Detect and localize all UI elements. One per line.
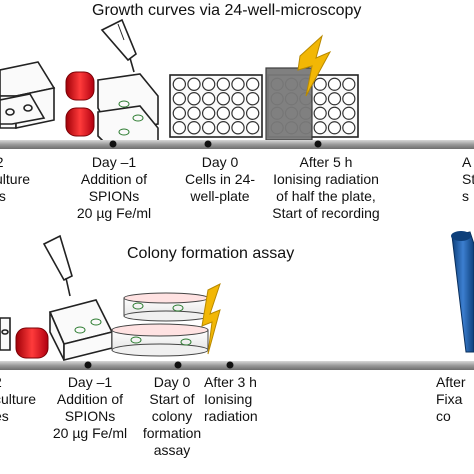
well [342, 106, 356, 120]
well [187, 92, 201, 106]
lightning-icon [201, 283, 221, 355]
well [172, 77, 187, 91]
pipette-icon [42, 234, 73, 297]
well [216, 77, 231, 91]
well [216, 92, 231, 106]
well [216, 121, 231, 135]
timeline-bar [0, 361, 474, 370]
well [245, 77, 260, 91]
well [231, 77, 245, 91]
well [327, 77, 342, 91]
well [342, 92, 356, 106]
well [187, 106, 201, 120]
lightning-icon [297, 34, 332, 97]
well [187, 121, 201, 135]
well [342, 77, 356, 91]
section-heading-colony: Colony formation assay [127, 245, 295, 262]
fixation-pipette-icon [451, 231, 474, 353]
spion-flasks-icon [65, 71, 159, 149]
timeline-bar [0, 140, 474, 149]
well [245, 121, 260, 135]
step-label: 2culturees [0, 374, 37, 424]
well [187, 77, 201, 91]
well [201, 77, 216, 91]
well [245, 92, 260, 106]
well [313, 77, 327, 91]
well [216, 106, 231, 120]
well [327, 121, 342, 135]
well [201, 92, 216, 106]
well [313, 121, 327, 135]
well [172, 121, 187, 135]
well [313, 106, 327, 120]
culture-flasks-icon [0, 317, 11, 351]
well [313, 92, 327, 106]
section-heading-growth: Growth curves via 24-well-microscopy [92, 2, 362, 19]
well [231, 121, 245, 135]
timeline-markers [84, 361, 234, 369]
spion-flask-icon [15, 299, 114, 362]
pipette-icon [100, 18, 137, 73]
well [231, 106, 245, 120]
well [342, 121, 356, 135]
culture-flasks-icon [0, 61, 56, 129]
petri-dishes-icon [111, 292, 209, 357]
well [201, 106, 216, 120]
timeline-markers [109, 140, 322, 148]
well [172, 92, 187, 106]
well [172, 106, 187, 120]
step-label: –2cultureles [0, 154, 31, 204]
well [201, 121, 216, 135]
well [245, 106, 260, 120]
well [327, 92, 342, 106]
well-plate-icon [169, 74, 263, 138]
well [231, 92, 245, 106]
well [327, 106, 342, 120]
